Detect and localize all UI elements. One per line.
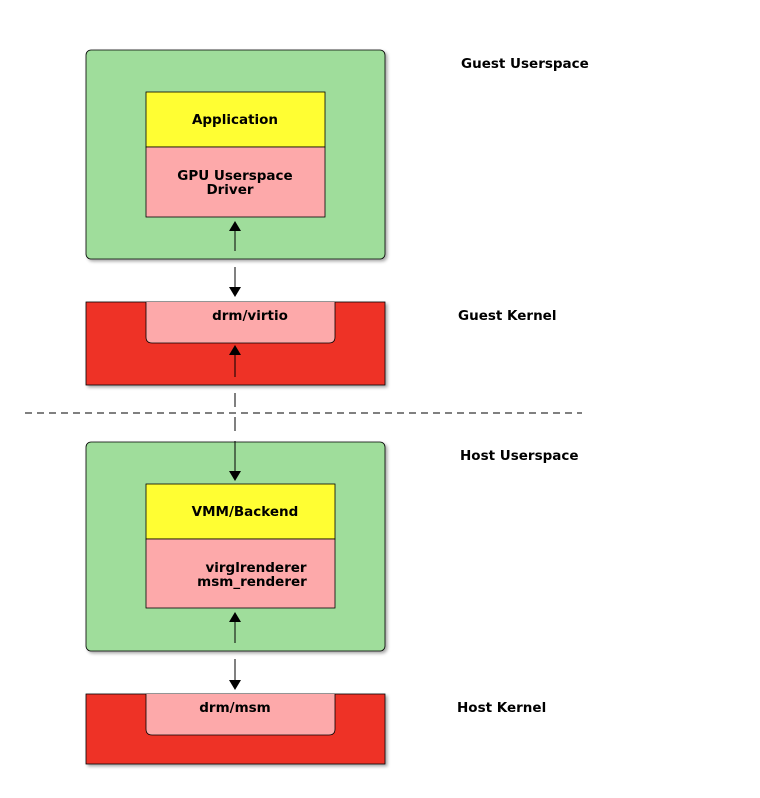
guest-kernel-region-label: Guest Kernel [458,308,556,324]
guest-userspace-group: Application GPU Userspace Driver [85,49,386,260]
vmm-backend-label: VMM/Backend [192,504,299,520]
host-kernel-region-label: Host Kernel [457,700,546,716]
application-box [145,91,326,148]
vmm-backend-box [145,483,336,540]
host-userspace-region-label: Host Userspace [460,448,579,464]
host-kernel-group: drm/msm [85,693,386,765]
gpu-userspace-driver-box [145,146,326,218]
guest-userspace-region-label: Guest Userspace [461,56,589,72]
gpu-userspace-driver-label-line2: Driver [206,182,253,198]
gpu-userspace-driver-label-line1: GPU Userspace [177,168,292,184]
drm-virtio-box [145,302,336,344]
drm-msm-box [145,694,336,736]
renderer-label-line2: msm_renderer [197,574,307,590]
host-userspace-group: VMM/Backend virglrenderer msm_renderer [85,441,386,652]
guest-kernel-group: drm/virtio [85,301,386,386]
renderer-label-line1: virglrenderer [205,560,306,576]
application-label: Application [192,112,278,128]
renderer-box [145,538,336,609]
drm-msm-label: drm/msm [199,700,271,716]
drm-virtio-label: drm/virtio [212,308,288,324]
